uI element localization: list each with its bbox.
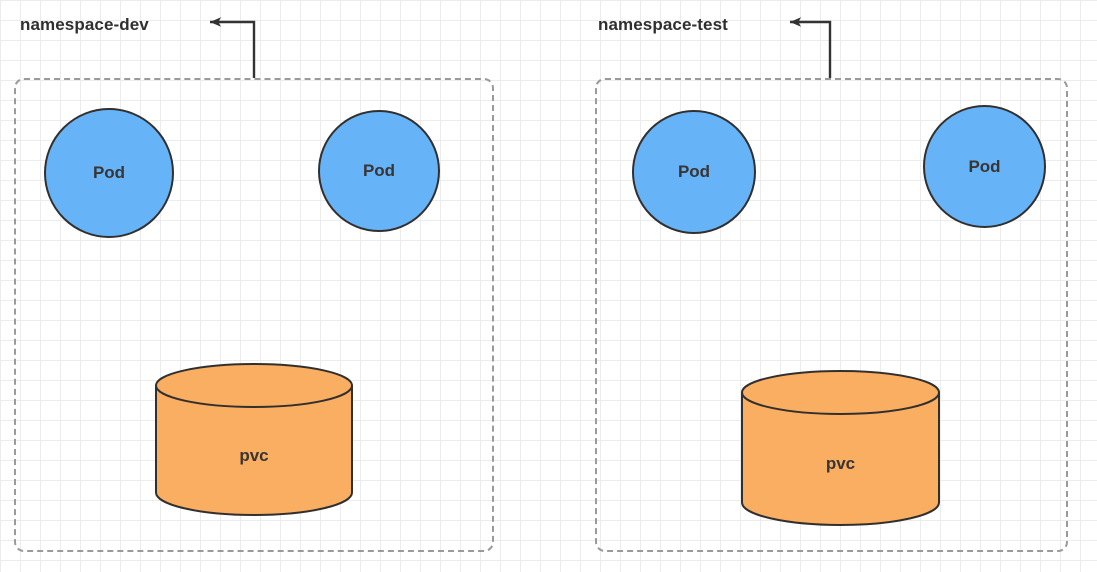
namespace-label-test: namespace-test xyxy=(598,15,728,34)
pod-label: Pod xyxy=(92,163,126,182)
pvc-test[interactable]: pvc xyxy=(741,370,940,526)
namespace-box-dev[interactable] xyxy=(14,78,494,552)
pod-test-1[interactable]: Pod xyxy=(632,110,756,234)
namespace-box-test[interactable] xyxy=(595,78,1068,552)
callout-arrow-dev xyxy=(210,17,256,78)
pod-test-2[interactable]: Pod xyxy=(923,105,1046,228)
pod-dev-1[interactable]: Pod xyxy=(44,108,174,238)
pod-label: Pod xyxy=(968,156,1001,176)
pvc-dev[interactable]: pvc xyxy=(155,363,353,516)
pod-label: Pod xyxy=(677,162,711,181)
namespace-label-dev: namespace-dev xyxy=(20,15,149,34)
pod-dev-2[interactable]: Pod xyxy=(318,110,440,232)
pvc-label: pvc xyxy=(239,446,269,465)
pvc-label: pvc xyxy=(825,454,856,473)
pod-label: Pod xyxy=(362,161,396,180)
callout-arrow-test xyxy=(790,17,832,78)
cylinder-shape xyxy=(741,370,940,526)
cylinder-shape xyxy=(155,363,353,516)
